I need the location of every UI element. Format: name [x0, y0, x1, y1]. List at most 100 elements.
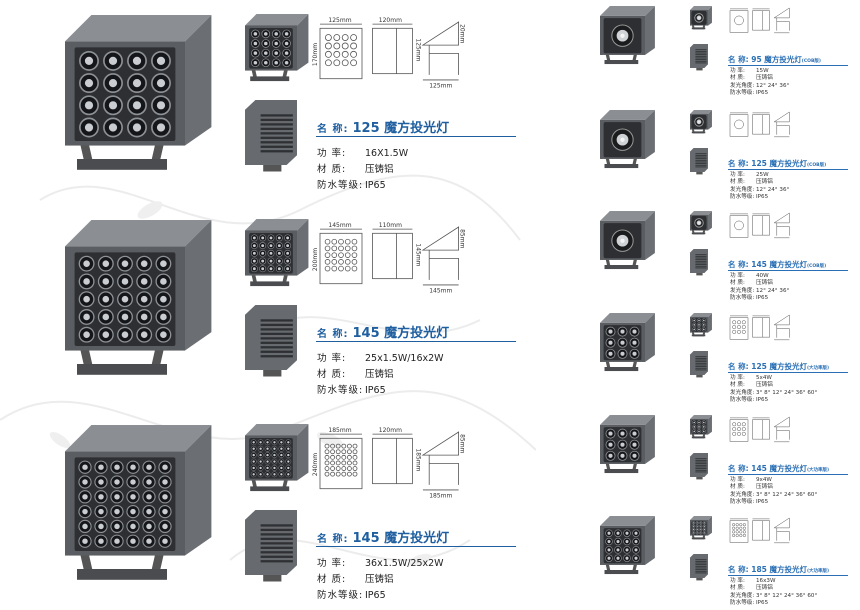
led-chip — [102, 331, 110, 339]
led-chip — [608, 453, 613, 458]
front-view — [319, 27, 363, 80]
led-chip — [140, 260, 148, 267]
spec-label: 材 质: — [730, 484, 745, 491]
led-chip — [274, 60, 278, 65]
led-chip — [261, 244, 265, 248]
dim-front-w: 145mm — [328, 222, 351, 229]
front-led-outline — [341, 34, 349, 41]
front-led-outline — [335, 443, 341, 449]
front-led-outline — [735, 533, 739, 538]
product-illustration — [600, 211, 790, 276]
front-lamp-thumbnail — [690, 110, 712, 134]
led-chip — [130, 538, 136, 544]
rear-fin-view — [690, 554, 708, 581]
cooling-fin — [260, 136, 293, 139]
spec-row: 功 率:36x1.5W/25x2W — [317, 555, 444, 569]
led-chip — [273, 453, 276, 457]
led-chip — [698, 421, 700, 424]
led-chip — [108, 56, 118, 66]
rear-bracket — [263, 165, 282, 172]
led-chip — [273, 473, 276, 476]
front-view — [729, 317, 749, 340]
title-text: 名 称: 125 魔方投光灯 — [728, 362, 807, 371]
led-chip — [287, 453, 290, 457]
front-led-outline — [741, 329, 746, 334]
led-chip — [84, 78, 94, 88]
dim-top-w: 20mm — [459, 24, 466, 43]
title-underline — [316, 546, 516, 547]
housing-side — [297, 14, 309, 71]
led-chip — [700, 532, 702, 534]
cooling-fin — [260, 328, 293, 331]
led-chip — [693, 324, 696, 326]
led-chip — [287, 441, 290, 444]
spec-row: 功 率:16x3W — [730, 578, 817, 585]
led-chip — [162, 464, 168, 470]
dim-bottom-w: 125mm — [429, 82, 452, 89]
led-chip — [146, 523, 152, 530]
version-tag: (大功率版) — [807, 468, 830, 473]
led-chip — [264, 51, 268, 55]
led-chip — [160, 313, 167, 321]
led-chip — [632, 351, 637, 356]
led-chip — [277, 251, 281, 255]
front-lamp-thumbnail — [690, 211, 712, 235]
led-chip — [121, 331, 129, 339]
led-chip — [698, 319, 700, 322]
led-chip — [620, 431, 625, 436]
spec-row: 材 质:压铸铝 — [730, 382, 817, 389]
led-chip — [620, 453, 625, 458]
housing-top — [690, 110, 712, 114]
front-led-outline — [335, 466, 341, 471]
front-lamp-thumbnail — [245, 424, 309, 492]
front-led-outline — [741, 325, 746, 330]
front-view — [319, 437, 363, 490]
angle-view — [773, 111, 790, 123]
title-underline — [316, 136, 516, 137]
led-chip — [160, 331, 167, 339]
front-led-outline — [330, 471, 336, 477]
title-underline — [728, 575, 848, 576]
cooling-fin — [695, 357, 707, 359]
front-led-outline — [324, 471, 330, 477]
front-led-outline — [734, 220, 744, 231]
spec-row: 功 率:40W — [730, 273, 789, 280]
spec-value: 压铸铝 — [756, 585, 773, 592]
product-title: 名 称: 125 魔方投光灯(大功率版) — [728, 361, 829, 372]
spec-value: 压铸铝 — [756, 280, 773, 287]
led-chip — [252, 460, 255, 463]
front-led-outline — [742, 530, 746, 534]
led-chip — [266, 441, 269, 444]
front-led-outline — [324, 259, 331, 265]
dim-side-h: 145mm — [415, 243, 422, 266]
led-chip — [693, 426, 696, 428]
led-chip — [252, 259, 256, 263]
led-chip — [162, 523, 168, 530]
led-chip — [259, 447, 262, 450]
mount-base — [77, 159, 167, 170]
led-chip — [287, 460, 290, 463]
cooling-fin — [695, 468, 707, 470]
front-led-outline — [741, 320, 746, 325]
led-chip — [620, 329, 625, 334]
cooling-fin — [695, 367, 707, 369]
front-led-outline — [350, 34, 358, 41]
product-illustration — [600, 516, 790, 581]
front-led-outline — [324, 443, 330, 449]
led-chip — [625, 531, 629, 535]
cooling-fin — [695, 264, 707, 266]
led-chip — [287, 466, 290, 470]
housing-side — [708, 211, 712, 231]
title-prefix: 名 称: — [317, 329, 349, 340]
led-chip — [280, 447, 283, 450]
led-chip — [269, 244, 273, 248]
spec-value: 压铸铝 — [756, 484, 773, 491]
cooling-fin — [260, 341, 293, 344]
front-led-outline — [352, 449, 358, 455]
led-chip — [98, 523, 104, 530]
spec-row: 材 质:压铸铝 — [317, 161, 394, 175]
front-led-outline — [335, 454, 341, 460]
led-chip — [702, 421, 705, 424]
front-led-outline — [324, 252, 331, 258]
led-chip — [121, 295, 129, 303]
